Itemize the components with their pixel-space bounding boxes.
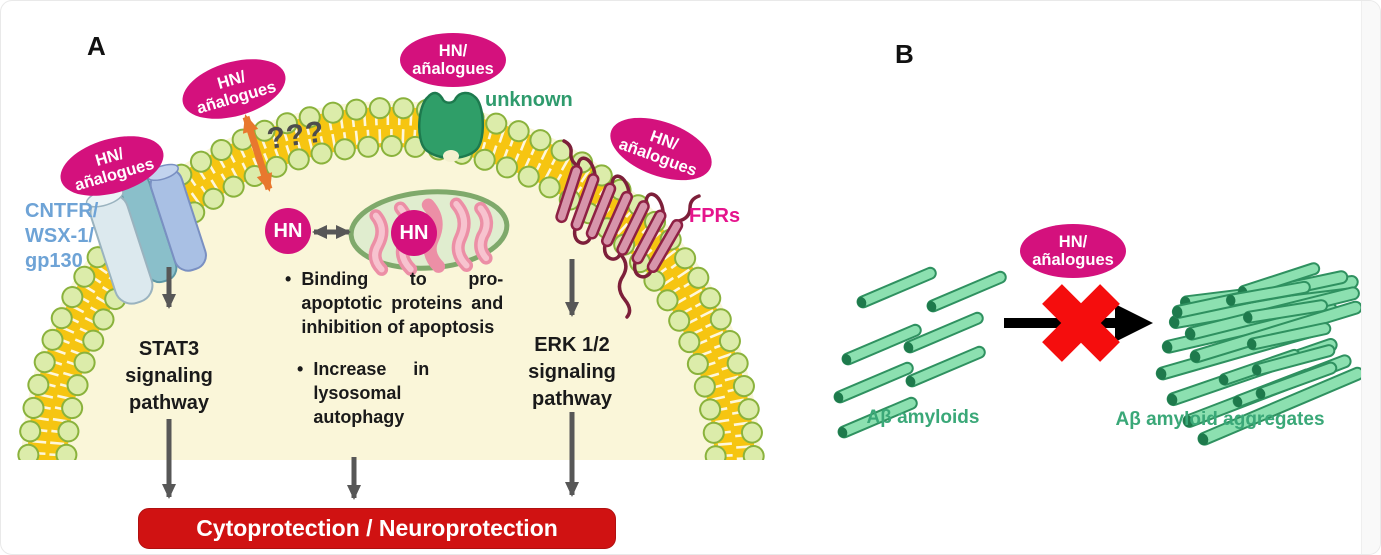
blocked-cross-icon (1042, 284, 1120, 362)
erk-pathway-label: ERK 1/2 signaling pathway (528, 334, 616, 410)
fpr-receptor-label: FPRs (689, 205, 741, 227)
page-edge-strip (1361, 1, 1380, 554)
unknown-receptor-label: unknown (485, 89, 573, 111)
cell-membrane (17, 91, 765, 460)
amyloids-caption: Aβ amyloids (866, 407, 980, 428)
list-item: • Binding to pro-apoptotic proteins and … (285, 267, 521, 339)
hn-analogues-ligand: HN/ añalogues (1020, 224, 1126, 278)
cntfr-receptor-label: CNTFR/ WSX-1/ gp130 (25, 200, 99, 272)
fpr-receptor-icon (555, 139, 701, 319)
bullet-icon: • (297, 359, 304, 379)
pathway-arrows (162, 114, 579, 500)
panel-b-label: B (895, 39, 914, 69)
stat3-pathway-label: STAT3 signaling pathway (125, 338, 213, 414)
outcome-banner: Cytoprotection / Neuroprotection (138, 508, 616, 549)
ligand-line1: HN/ (438, 41, 468, 60)
list-item: • Increase in lysosomal autophagy (297, 339, 521, 429)
bullet-2-text: Increase in lysosomal autophagy (313, 359, 430, 427)
unknown-receptor-icon (418, 91, 484, 162)
ligand-line2: añalogues (412, 60, 494, 78)
hn-peptide-mitochondria: HN (391, 210, 437, 256)
ligand-line1: HN/ (1058, 232, 1088, 251)
bullet-1-text: Binding to pro-apoptotic proteins and in… (301, 269, 504, 337)
panel-a-label: A (87, 31, 106, 61)
hn-peptide: HN (265, 208, 311, 254)
hn-analogues-ligand: HN/ añalogues (400, 33, 506, 87)
mitochondrial-effects-list: • Binding to pro-apoptotic proteins and … (285, 267, 521, 429)
aggregates-caption: Aβ amyloid aggregates (1115, 409, 1325, 430)
bullet-icon: • (285, 269, 292, 289)
unknown-transport-arrow (242, 114, 273, 192)
ligand-line2: añalogues (1032, 251, 1114, 269)
